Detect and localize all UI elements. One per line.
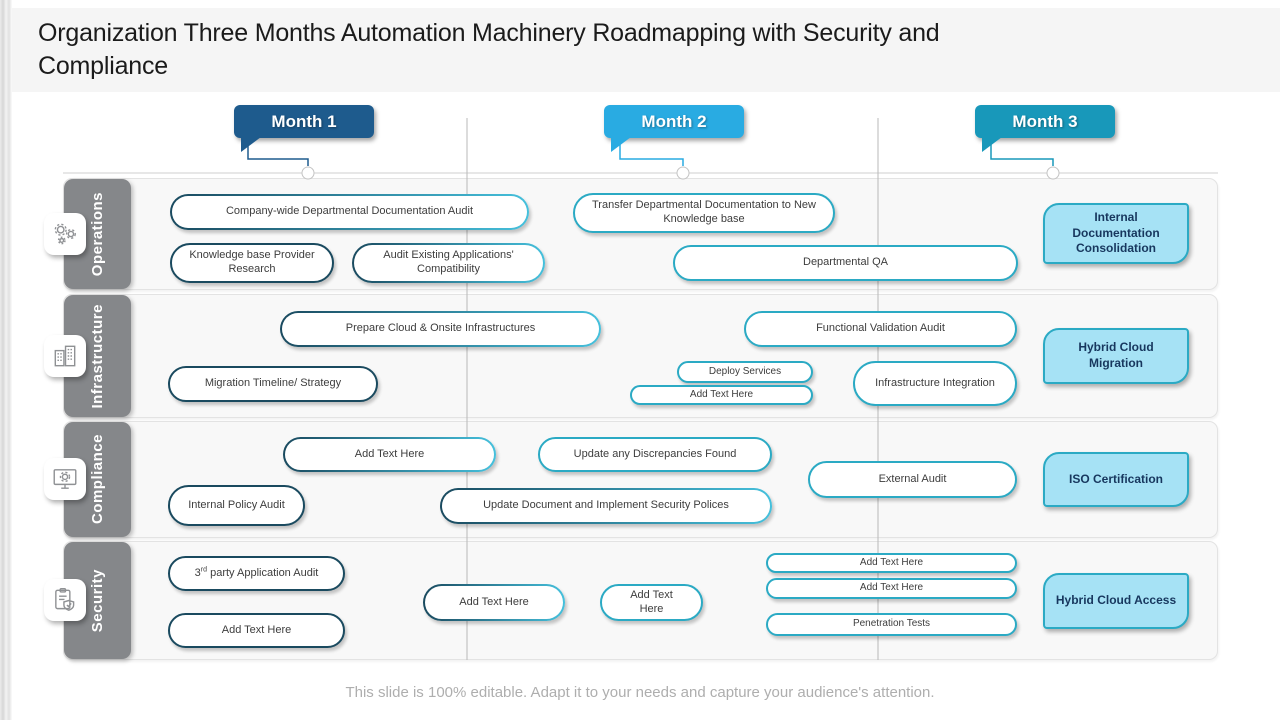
gears-icon <box>44 213 86 255</box>
task-pill: Prepare Cloud & Onsite Infrastructures <box>280 311 601 347</box>
left-edge-decoration <box>0 0 12 720</box>
task-pill: External Audit <box>808 461 1017 498</box>
task-pill: Add Text Here <box>630 385 813 405</box>
month-1-header: Month 1 <box>234 105 374 152</box>
task-pill: Transfer Departmental Documentation to N… <box>573 193 835 233</box>
task-pill: Add Text Here <box>168 613 345 648</box>
task-pill: Deploy Services <box>677 361 813 383</box>
task-pill: Departmental QA <box>673 245 1018 281</box>
lane-label-text: Infrastructure <box>89 303 106 409</box>
milestone-box: Internal Documentation Consolidation <box>1043 203 1189 264</box>
task-pill: Penetration Tests <box>766 613 1017 636</box>
slide-title: Organization Three Months Automation Mac… <box>38 19 940 80</box>
task-pill: Add Text Here <box>283 437 496 472</box>
milestone-box: Hybrid Cloud Access <box>1043 573 1189 629</box>
task-pill: Company-wide Departmental Documentation … <box>170 194 529 230</box>
task-pill: Add Text Here <box>766 578 1017 599</box>
task-pill: Update any Discrepancies Found <box>538 437 772 472</box>
task-pill: 3rd party Application Audit <box>168 556 345 591</box>
task-pill: Functional Validation Audit <box>744 311 1017 347</box>
title-band <box>12 8 1280 92</box>
milestone-box: Hybrid Cloud Migration <box>1043 328 1189 384</box>
clipboard-shield-icon <box>44 579 86 621</box>
lane-label-text: Security <box>89 568 106 633</box>
task-pill: Infrastructure Integration <box>853 361 1017 406</box>
month-3-header: Month 3 <box>975 105 1115 152</box>
task-pill: Update Document and Implement Security P… <box>440 488 772 524</box>
footer-note: This slide is 100% editable. Adapt it to… <box>345 684 935 701</box>
task-pill: Add Text Here <box>600 584 703 621</box>
task-pill: Audit Existing Applications' Compatibili… <box>352 243 545 283</box>
month-2-header: Month 2 <box>604 105 744 152</box>
lane-label-text: Compliance <box>89 434 106 525</box>
lane-label-text: Operations <box>89 191 106 277</box>
task-pill: Migration Timeline/ Strategy <box>168 366 378 402</box>
milestone-box: ISO Certification <box>1043 452 1189 507</box>
monitor-gear-icon <box>44 458 86 500</box>
task-pill: Add Text Here <box>423 584 565 621</box>
buildings-icon <box>44 335 86 377</box>
task-pill: Add Text Here <box>766 553 1017 573</box>
task-pill: Knowledge base Provider Research <box>170 243 334 283</box>
task-label: 3rd party Application Audit <box>194 565 319 579</box>
task-pill: Internal Policy Audit <box>168 485 305 526</box>
